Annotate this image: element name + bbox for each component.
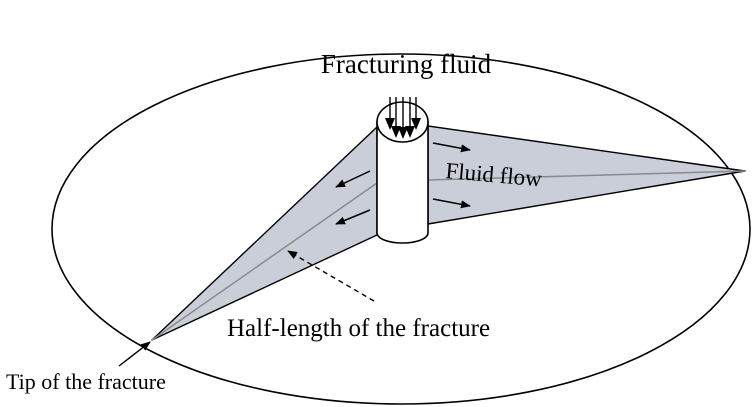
injection-arrowhead [405, 126, 415, 138]
tip-pointer [118, 341, 151, 367]
injection-arrowhead [385, 118, 395, 130]
injection-arrowheads [385, 118, 421, 139]
flow-arrow-right [432, 142, 471, 153]
flow-arrow-right [432, 198, 471, 209]
fracture-wing-left [151, 126, 378, 341]
fracturing-fluid-label: Fracturing fluid [321, 49, 492, 79]
injection-arrowhead [391, 126, 401, 138]
flow-arrow-left [335, 170, 371, 188]
half-length-label: Half-length of the fracture [227, 315, 490, 342]
injection-arrowhead [411, 118, 421, 130]
wellbore-body [376, 121, 429, 244]
fracture-centerline-right [427, 170, 746, 181]
injection-arrowhead [398, 127, 408, 139]
half-length-pointer [287, 250, 375, 302]
fluid-flow-arrows [335, 142, 471, 225]
flow-arrow-left [335, 209, 371, 225]
formation-boundary-ellipse [51, 53, 751, 405]
tip-label: Tip of the fracture [6, 369, 166, 394]
fracture-centerline-left [151, 182, 378, 341]
